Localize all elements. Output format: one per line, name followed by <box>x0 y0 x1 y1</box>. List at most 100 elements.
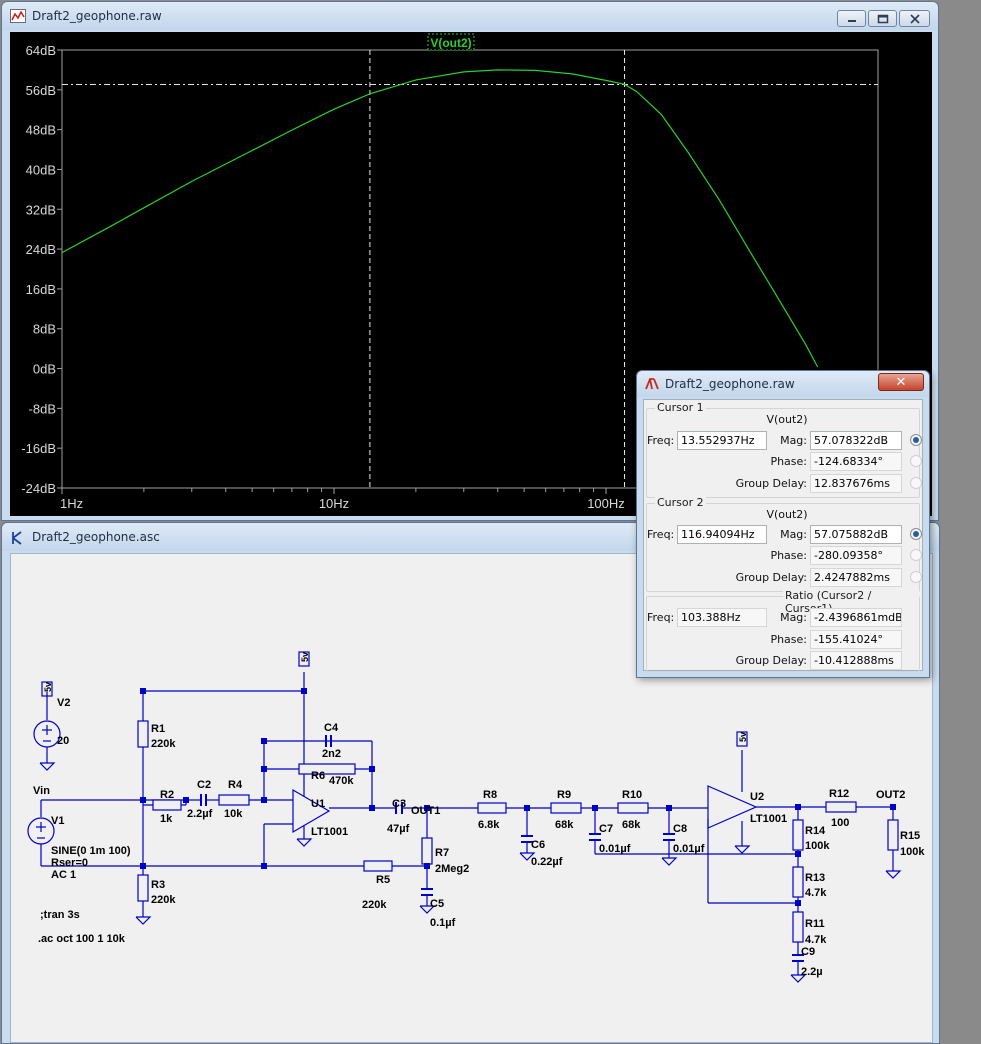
ratio-group: Ratio (Cursor2 / Cursor1) Freq: 103.388H… <box>646 589 920 672</box>
x-tick-label: 10Hz <box>319 496 349 511</box>
r2-label: R2 <box>160 789 174 801</box>
cursor1-mag-label: Mag: <box>780 434 807 447</box>
ratio-freq-field[interactable]: 103.388Hz <box>677 608 767 627</box>
cursor2-mag-field[interactable]: 57.075882dB <box>810 525 902 544</box>
v1-sine: SINE(0 1m 100) <box>51 845 131 857</box>
r5-value: 220k <box>362 899 387 911</box>
r15-label: R15 <box>900 830 920 842</box>
y-tick-label: 40dB <box>26 162 56 177</box>
out2-label: OUT2 <box>876 789 905 801</box>
restore-icon <box>877 14 888 23</box>
r2-value: 1k <box>160 813 173 825</box>
v1-label: V1 <box>51 815 64 827</box>
r8-label: R8 <box>483 789 497 801</box>
ratio-gd-label: Group Delay: <box>735 654 807 667</box>
v2-supply-label: 5v <box>43 682 53 692</box>
ratio-phase-field[interactable]: -155.41024° <box>810 630 902 649</box>
cursor2-freq-label: Freq: <box>647 528 675 541</box>
c9-label: C9 <box>801 946 815 958</box>
tran-directive: ;tran 3s <box>40 909 80 921</box>
c5-label: C5 <box>430 898 444 910</box>
cursor-dialog-close-button[interactable]: ✕ <box>878 373 924 391</box>
x-tick-label: 1Hz <box>60 496 83 511</box>
c2-label: C2 <box>197 779 211 791</box>
ratio-mag-field[interactable]: -2.4396861mdB <box>810 608 902 627</box>
c3-value: 47µf <box>387 823 410 835</box>
y-tick-label: 16dB <box>26 282 56 297</box>
out1-label: OUT1 <box>411 805 440 817</box>
close-icon <box>909 13 920 24</box>
cursor1-gd-radio[interactable] <box>910 477 922 489</box>
r10-value: 68k <box>622 819 641 831</box>
r12-label: R12 <box>829 788 849 800</box>
schematic-canvas[interactable]: 5v 5v 5v V2 20 Vin V1 SINE(0 1m 100) Rse… <box>10 553 933 1043</box>
r8-value: 6.8k <box>478 819 500 831</box>
u2-label: U2 <box>750 791 764 803</box>
c7-value: 0.01µf <box>599 843 631 855</box>
r6-label: R6 <box>311 770 325 782</box>
ratio-freq-label: Freq: <box>647 611 675 624</box>
ratio-gd-field[interactable]: -10.412888ms <box>810 651 902 670</box>
ratio-phase-label: Phase: <box>770 633 807 646</box>
minimize-icon <box>847 19 856 22</box>
bode-plot[interactable]: 64dB56dB48dB40dB32dB24dB16dB8dB0dB-8dB-1… <box>10 32 932 516</box>
close-button[interactable] <box>899 10 930 27</box>
cursor2-phase-label: Phase: <box>770 549 807 562</box>
r3-label: R3 <box>151 879 165 891</box>
cursor1-group: Cursor 1 V(out2) Freq: 13.552937Hz Mag: … <box>646 401 922 498</box>
y-tick-label: 32dB <box>26 202 56 217</box>
c3-label: C3 <box>392 798 406 810</box>
c9-value: 2.2µ <box>801 966 823 978</box>
r14-label: R14 <box>805 825 826 837</box>
cursor2-mag-radio[interactable] <box>910 528 922 540</box>
cursor2-gd-field[interactable]: 2.4247882ms <box>810 568 902 587</box>
cursor2-phase-radio[interactable] <box>910 549 922 561</box>
ratio-mag-label: Mag: <box>780 611 807 624</box>
c7-label: C7 <box>599 823 613 835</box>
c6-value: 0.22µf <box>531 856 563 868</box>
restore-button[interactable] <box>868 10 897 27</box>
c6-label: C6 <box>531 839 545 851</box>
cursor1-signal: V(out2) <box>766 413 808 426</box>
v1-ac: AC 1 <box>51 869 76 881</box>
cursor2-mag-label: Mag: <box>780 528 807 541</box>
minimize-button[interactable] <box>837 10 866 27</box>
y-tick-label: 56dB <box>26 83 56 98</box>
close-icon: ✕ <box>895 374 907 390</box>
c8-label: C8 <box>673 823 687 835</box>
cursor1-group-title: Cursor 1 <box>655 401 706 414</box>
r15-value: 100k <box>900 846 925 858</box>
r3-value: 220k <box>151 894 176 906</box>
waveform-app-icon <box>10 9 26 26</box>
u2-value: LT1001 <box>750 813 787 825</box>
waveform-window-title: Draft2_geophone.raw <box>32 9 162 23</box>
cursor1-gd-label: Group Delay: <box>735 477 807 490</box>
cursor1-phase-radio[interactable] <box>910 455 922 467</box>
u1-label: U1 <box>311 798 325 810</box>
cursor2-phase-field[interactable]: -280.09358° <box>810 546 902 565</box>
cursor2-freq-field[interactable]: 116.94094Hz <box>677 525 767 544</box>
cursor-dialog-titlebar[interactable]: Draft2_geophone.raw ✕ <box>637 371 929 397</box>
cursor2-gd-radio[interactable] <box>910 571 922 583</box>
waveform-titlebar[interactable]: Draft2_geophone.raw <box>2 2 938 30</box>
x-tick-label: 100Hz <box>587 496 625 511</box>
cursor2-group-title: Cursor 2 <box>655 496 706 509</box>
cursor1-freq-field[interactable]: 13.552937Hz <box>677 431 767 450</box>
trace-label: V(out2) <box>430 36 471 50</box>
schematic-drawing[interactable]: 5v 5v 5v V2 20 Vin V1 SINE(0 1m 100) Rse… <box>11 554 934 1044</box>
v2-value: 20 <box>57 735 69 747</box>
cursor-dialog: Draft2_geophone.raw ✕ Cursor 1 V(out2) F… <box>636 370 930 678</box>
schematic-window-title: Draft2_geophone.asc <box>32 530 160 544</box>
cursor1-gd-field[interactable]: 12.837676ms <box>810 474 902 493</box>
trace-label-box <box>427 33 475 51</box>
u1-value: LT1001 <box>311 826 348 838</box>
cursor1-mag-radio[interactable] <box>910 434 922 446</box>
y-tick-label: 48dB <box>26 123 56 138</box>
cursor1-phase-field[interactable]: -124.68334° <box>810 452 902 471</box>
r13-value: 4.7k <box>805 887 827 899</box>
vin-label: Vin <box>33 785 50 797</box>
c5-value: 0.1µf <box>430 917 456 929</box>
r11-value: 4.7k <box>805 934 827 946</box>
cursor1-mag-field[interactable]: 57.078322dB <box>810 431 902 450</box>
cursor2-gd-label: Group Delay: <box>735 571 807 584</box>
